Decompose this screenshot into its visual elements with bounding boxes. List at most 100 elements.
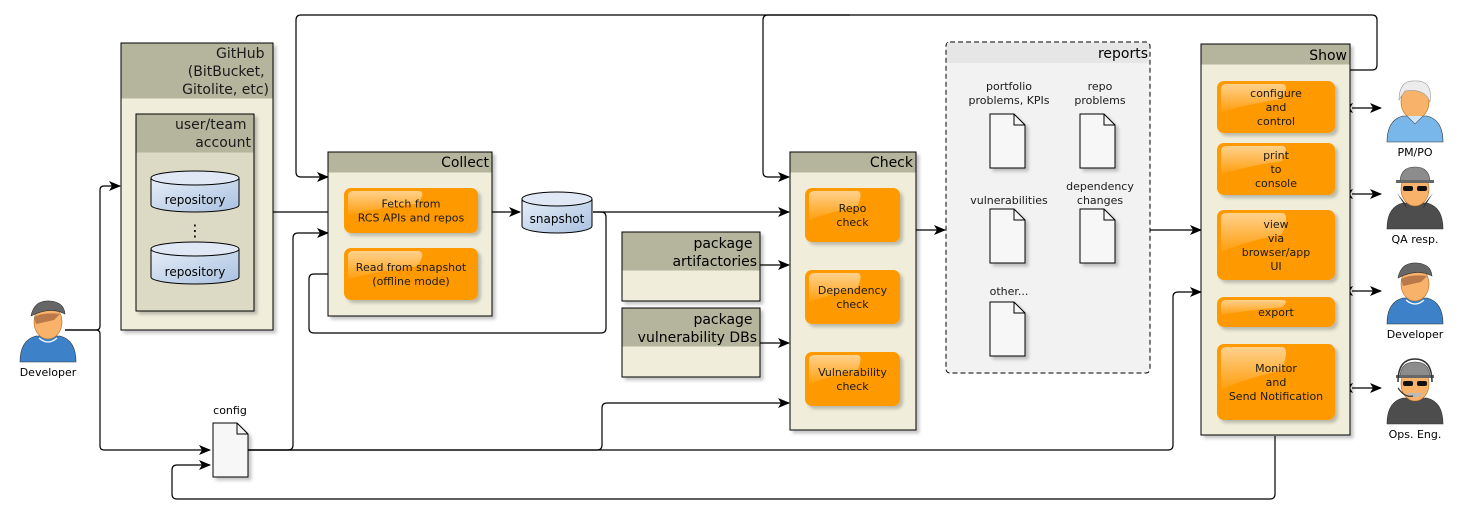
github-container: GitHub (BitBucket, Gitolite, etc) user/t…	[120, 42, 274, 331]
svg-text:other...: other...	[990, 285, 1029, 298]
collect-step-label: RCS APIs and repos	[358, 211, 465, 224]
actor-label: PM/PO	[1397, 146, 1432, 159]
config-document: config	[212, 404, 249, 478]
connector-snapshot-read	[308, 211, 607, 334]
show-step-label: print	[1263, 149, 1290, 162]
report-document-label: portfolio	[986, 80, 1032, 93]
github-title-line: Gitolite, etc)	[182, 82, 269, 98]
check-step-label: check	[836, 380, 869, 393]
report-document-label: problems, KPIs	[968, 94, 1049, 107]
account-container: user/team account repository ⋮ repositor…	[135, 113, 255, 312]
connector-developer-config	[65, 329, 211, 455]
connector-config-check	[248, 398, 790, 451]
collect-step-label: (offline mode)	[372, 275, 449, 288]
report-document-label: vulnerabilities	[970, 194, 1048, 207]
connector-developer-github	[65, 181, 121, 331]
vulndbs-title-line: vulnerability DBs	[638, 330, 757, 346]
show-step-label: console	[1255, 177, 1297, 190]
report-document-icon	[1079, 113, 1116, 169]
show-step-label: UI	[1270, 260, 1281, 273]
github-title-line: (BitBucket,	[188, 64, 265, 80]
artifactories-container: package artifactories	[621, 231, 761, 302]
actor-label: Developer	[1387, 328, 1444, 341]
report-document-icon	[989, 301, 1026, 357]
check-step-label: check	[836, 298, 869, 311]
developer-icon: Developer	[1386, 262, 1444, 341]
report-document-label: changes	[1077, 194, 1123, 207]
svg-text:vulnerabilities: vulnerabilities	[970, 194, 1048, 207]
github-title-line: GitHub	[216, 46, 265, 62]
reports-title: reports	[1098, 46, 1148, 62]
connector-config-show	[248, 287, 1202, 451]
check-step-label: Repo	[839, 202, 867, 215]
check-step-label: Dependency	[818, 284, 888, 297]
actor-label: Ops. Eng.	[1389, 428, 1442, 441]
config-document-icon	[212, 422, 249, 478]
show-step-label: Send Notification	[1229, 390, 1323, 403]
collect-step-label: Fetch from	[382, 197, 441, 210]
connector-show-check	[762, 14, 850, 182]
artifactories-title-line: package	[693, 236, 752, 252]
vulndbs-title-line: package	[693, 312, 752, 328]
show-step-label: configure	[1250, 87, 1302, 100]
report-document-icon	[989, 208, 1026, 264]
svg-text:package vulnerability DB: package vulnerability DBs	[638, 312, 757, 346]
account-title-line: account	[195, 135, 251, 151]
report-document-label: problems	[1074, 94, 1126, 107]
show-step-label: Monitor	[1255, 362, 1297, 375]
show-step-label: view	[1263, 218, 1288, 231]
check-step-label: check	[836, 216, 869, 229]
show-step-label: browser/app	[1242, 246, 1310, 259]
spy-icon: QA resp.	[1386, 166, 1444, 246]
show-step: export	[1217, 297, 1335, 327]
collect-title: Collect	[441, 155, 489, 171]
vulnerability-dbs-container: package vulnerability DBs	[621, 307, 761, 378]
check-title: Check	[870, 155, 914, 171]
snapshot-label: snapshot	[530, 212, 585, 226]
show-step-label: to	[1270, 163, 1281, 176]
repository-label: repository	[165, 265, 226, 279]
artifactories-title-line: artifactories	[672, 254, 757, 270]
report-document-icon	[1079, 208, 1116, 264]
show-title: Show	[1309, 48, 1347, 64]
manager-icon: PM/PO	[1386, 80, 1444, 159]
report-document-icon	[989, 113, 1026, 169]
svg-text:user/team account: user/team account	[175, 117, 252, 151]
svg-text:Read from snapshot(offline mod: Read from snapshot(offline mode)	[356, 261, 467, 288]
repository-ellipsis: ⋮	[187, 221, 203, 240]
svg-text:export: export	[1258, 306, 1294, 319]
collect-step-label: Read from snapshot	[356, 261, 467, 274]
headset-operator-icon: Ops. Eng.	[1386, 358, 1444, 441]
show-step-label: via	[1268, 232, 1284, 245]
connector-show-config	[171, 436, 1276, 500]
svg-text:package artifactories: package artifactories	[672, 236, 757, 270]
show-step-label: and	[1266, 376, 1287, 389]
repository-label: repository	[165, 193, 226, 207]
snapshot-cylinder: snapshot	[521, 191, 593, 234]
account-title-line: user/team	[175, 117, 247, 133]
repository-cylinder: repository	[150, 170, 240, 213]
config-label: config	[213, 404, 247, 417]
show-step-label: export	[1258, 306, 1294, 319]
check-step-label: Vulnerability	[818, 366, 887, 379]
collect-step: Read from snapshot(offline mode)	[344, 248, 478, 300]
